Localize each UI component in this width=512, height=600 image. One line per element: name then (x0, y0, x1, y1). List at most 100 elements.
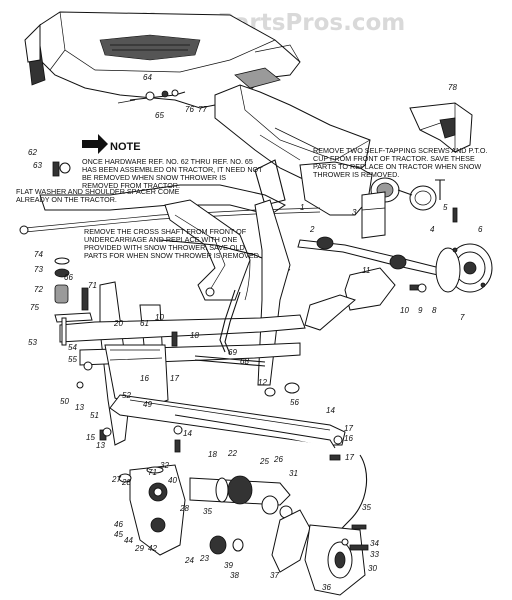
drive-shaft (297, 191, 441, 331)
callout-10: 10 (400, 306, 409, 315)
callout-32: 32 (160, 461, 169, 470)
note-block: ONCE HARDWARE REF. NO. 62 THRU REF. NO. … (82, 157, 263, 190)
callout-65: 65 (155, 111, 164, 120)
lift-link (194, 289, 266, 367)
callout-16: 16 (140, 374, 149, 383)
callout-18: 18 (208, 450, 217, 459)
callout-6: 6 (478, 225, 483, 234)
callout-69: 69 (228, 348, 237, 357)
callout-76: 76 (185, 105, 194, 114)
callout-61: 61 (140, 319, 149, 328)
callout-29: 29 (134, 544, 144, 553)
callout-63: 63 (33, 161, 42, 170)
callout-53: 53 (28, 338, 37, 347)
svg-text:REMOVE THE CROSS SHAFT FROM FR: REMOVE THE CROSS SHAFT FROM FRONT OF (84, 227, 247, 236)
callout-9: 9 (418, 306, 423, 315)
callout-54: 54 (68, 343, 77, 352)
callout-39: 39 (224, 561, 233, 570)
callout-66: 66 (64, 273, 73, 282)
svg-text:FLAT WASHER AND SHOULDER SPACE: FLAT WASHER AND SHOULDER SPACER COME (16, 187, 180, 196)
left-hardware (54, 257, 93, 346)
callout-72: 72 (34, 285, 43, 294)
svg-text:CUP FROM FRONT OF TRACTOR. SAV: CUP FROM FRONT OF TRACTOR. SAVE THESE (313, 154, 475, 163)
callout-71: 71 (148, 468, 157, 477)
pto-note: REMOVE TWO SELF-TAPPING SCREWS AND P.T.O… (313, 146, 488, 179)
callout-36: 36 (322, 583, 331, 592)
washer-note: FLAT WASHER AND SHOULDER SPACER COME ALR… (16, 187, 180, 204)
callout-35: 35 (203, 507, 212, 516)
pto-cup-part-78 (409, 102, 473, 153)
svg-text:PARTS FOR WHEN SNOW THROWER IS: PARTS FOR WHEN SNOW THROWER IS REMOVED. (84, 251, 261, 260)
callout-5: 5 (443, 203, 448, 212)
callout-71: 71 (88, 281, 97, 290)
callout-23: 23 (199, 554, 209, 563)
callout-75: 75 (30, 303, 39, 312)
callout-52: 52 (122, 391, 131, 400)
callout-78: 78 (448, 83, 457, 92)
callout-25: 25 (259, 457, 269, 466)
cross-shaft-note: REMOVE THE CROSS SHAFT FROM FRONT OF UND… (84, 227, 261, 260)
svg-text:REMOVE TWO SELF-TAPPING SCREWS: REMOVE TWO SELF-TAPPING SCREWS AND P.T.O… (313, 146, 488, 155)
svg-text:ONCE HARDWARE REF. NO. 62 THRU: ONCE HARDWARE REF. NO. 62 THRU REF. NO. … (82, 157, 253, 166)
callout-74: 74 (34, 250, 43, 259)
callout-34: 34 (370, 539, 379, 548)
callout-24: 24 (184, 556, 194, 565)
callout-17: 17 (170, 374, 179, 383)
callout-73: 73 (34, 265, 43, 274)
callout-20: 20 (113, 319, 123, 328)
callout-11: 11 (362, 266, 370, 275)
callout-14: 14 (326, 406, 335, 415)
callout-46: 46 (114, 520, 123, 529)
svg-text:PARTS TO REPLACE ON TRACTOR WH: PARTS TO REPLACE ON TRACTOR WHEN SNOW (313, 162, 481, 171)
callout-28: 28 (179, 504, 189, 513)
callout-26: 26 (273, 455, 283, 464)
callout-17: 17 (345, 453, 354, 462)
svg-text:BE REMOVED WHEN SNOW THROWER I: BE REMOVED WHEN SNOW THROWER IS (82, 173, 226, 182)
svg-text:PROVIDED WITH SNOW THROWER. SA: PROVIDED WITH SNOW THROWER. SAVE OLD (84, 243, 245, 252)
tractor-frame (24, 11, 373, 216)
callout-7: 7 (460, 313, 465, 322)
callout-33: 33 (370, 550, 379, 559)
callout-37: 37 (270, 571, 279, 580)
callout-16: 16 (344, 434, 353, 443)
callout-40: 40 (168, 476, 177, 485)
gearbox (118, 464, 369, 596)
drive-pulley (435, 243, 493, 293)
callout-14: 14 (183, 429, 192, 438)
long-bar-part-15 (109, 394, 346, 449)
small-hardware (76, 179, 458, 461)
svg-text:HAS BEEN ASSEMBLED ON TRACTOR,: HAS BEEN ASSEMBLED ON TRACTOR, IT NEED N… (82, 165, 263, 174)
callout-3: 3 (352, 208, 357, 217)
callout-1: 1 (300, 203, 304, 212)
callout-35: 35 (362, 503, 371, 512)
note-heading: NOTE (110, 141, 141, 153)
svg-text:REMOVED FROM TRACTOR.: REMOVED FROM TRACTOR. (82, 181, 180, 190)
callout-13: 13 (75, 403, 84, 412)
svg-text:THROWER IS REMOVED.: THROWER IS REMOVED. (313, 170, 399, 179)
bolt-62-63 (52, 161, 71, 177)
callout-38: 38 (230, 571, 239, 580)
callout-45: 45 (114, 530, 123, 539)
callout-41: 41 (0, 0, 9, 2)
callout-12: 12 (258, 378, 267, 387)
callout-8: 8 (432, 306, 437, 315)
svg-text:UNDERCARRIAGE AND REPLACE WITH: UNDERCARRIAGE AND REPLACE WITH ONE (84, 235, 238, 244)
callout-49: 49 (143, 400, 152, 409)
callout-30: 30 (368, 564, 377, 573)
pto-pulley (370, 177, 437, 211)
callout-43: 43 (0, 0, 9, 2)
callout-68: 68 (240, 357, 249, 366)
callout-17: 17 (344, 424, 353, 433)
callout-2: 2 (309, 225, 315, 234)
callout-27: 27 (111, 475, 121, 484)
callout-50: 50 (60, 397, 69, 406)
callout-51: 51 (90, 411, 99, 420)
callout-55: 55 (68, 355, 77, 364)
hitch-frame (59, 199, 306, 446)
callout-28: 28 (121, 478, 131, 487)
callout-64: 64 (143, 73, 152, 82)
callout-22: 22 (227, 449, 237, 458)
mounting-bracket (19, 159, 321, 235)
callout-4: 4 (430, 225, 435, 234)
